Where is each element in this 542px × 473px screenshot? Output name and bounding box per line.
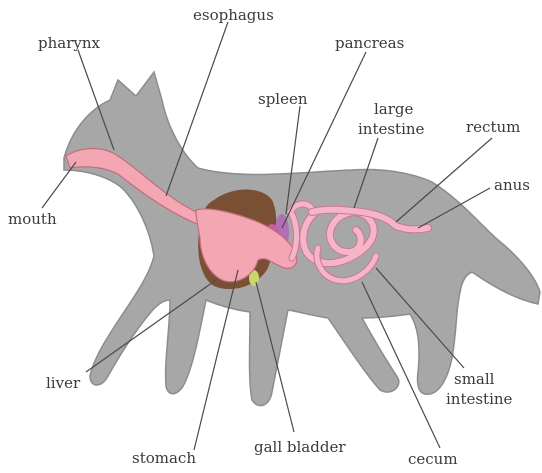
label-anus: anus (494, 176, 530, 194)
label-large-intestine-2: intestine (358, 120, 425, 138)
label-mouth: mouth (8, 210, 57, 228)
label-pancreas: pancreas (335, 34, 404, 52)
label-small-intestine-2: intestine (446, 390, 513, 408)
label-gall-bladder: gall bladder (254, 438, 346, 456)
label-liver: liver (46, 374, 81, 392)
label-esophagus: esophagus (193, 6, 274, 24)
label-cecum: cecum (408, 450, 458, 468)
label-large-intestine-1: large (374, 100, 414, 118)
label-pharynx: pharynx (38, 34, 101, 52)
label-spleen: spleen (258, 90, 308, 108)
label-stomach: stomach (132, 449, 196, 467)
label-small-intestine-1: small (454, 370, 495, 388)
label-rectum: rectum (466, 118, 520, 136)
